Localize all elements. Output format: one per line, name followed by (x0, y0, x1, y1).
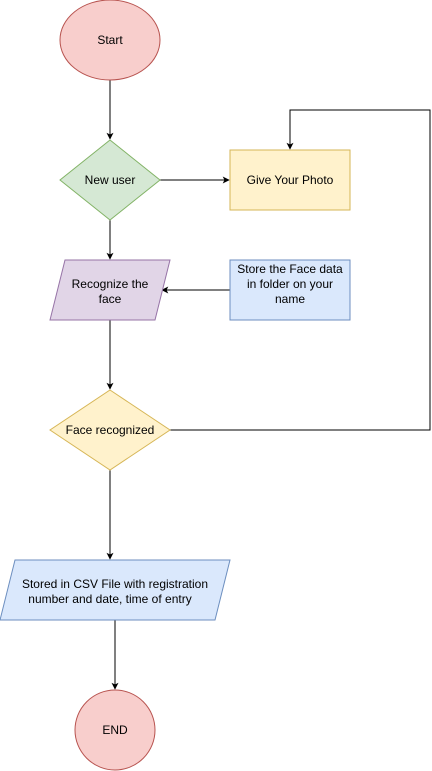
node-end: END (74, 689, 156, 771)
node-give-photo: Give Your Photo (229, 149, 351, 211)
recognize-label-line-1: Recognize the (72, 277, 149, 291)
end-terminal-shape (74, 689, 156, 771)
store-face-process-shape (229, 259, 351, 321)
store-face-label-line-3: name (275, 292, 305, 306)
start-terminal-shape (59, 0, 161, 81)
new-user-decision-shape (59, 139, 161, 221)
face-recognized-decision-shape (49, 389, 171, 471)
node-store-face: Store the Face data in folder on your na… (229, 259, 351, 321)
recognize-io-shape (49, 259, 171, 321)
end-label: END (102, 723, 128, 737)
node-new-user: New user (59, 139, 161, 221)
new-user-label: New user (85, 173, 136, 187)
start-label: Start (97, 33, 123, 47)
stored-csv-label-line-2: number and date, time of entry (28, 592, 191, 606)
give-photo-label: Give Your Photo (247, 173, 334, 187)
node-face-recognized: Face recognized (49, 389, 171, 471)
node-recognize: Recognize the face (49, 259, 171, 321)
store-face-label-line-1: Store the Face data (237, 262, 343, 276)
node-stored-csv: Stored in CSV File with registration num… (0, 559, 231, 621)
recognize-label-line-2: face (99, 292, 122, 306)
stored-csv-label-line-1: Stored in CSV File with registration (22, 577, 208, 591)
connectors (106, 80, 431, 690)
face-recognized-label: Face recognized (66, 423, 155, 437)
edge-face-recognized-to-give-photo (170, 109, 431, 431)
node-start: Start (59, 0, 161, 81)
store-face-label-line-2: in folder on your (247, 277, 333, 291)
give-photo-process-shape (229, 149, 351, 211)
stored-csv-io-shape (0, 559, 231, 621)
